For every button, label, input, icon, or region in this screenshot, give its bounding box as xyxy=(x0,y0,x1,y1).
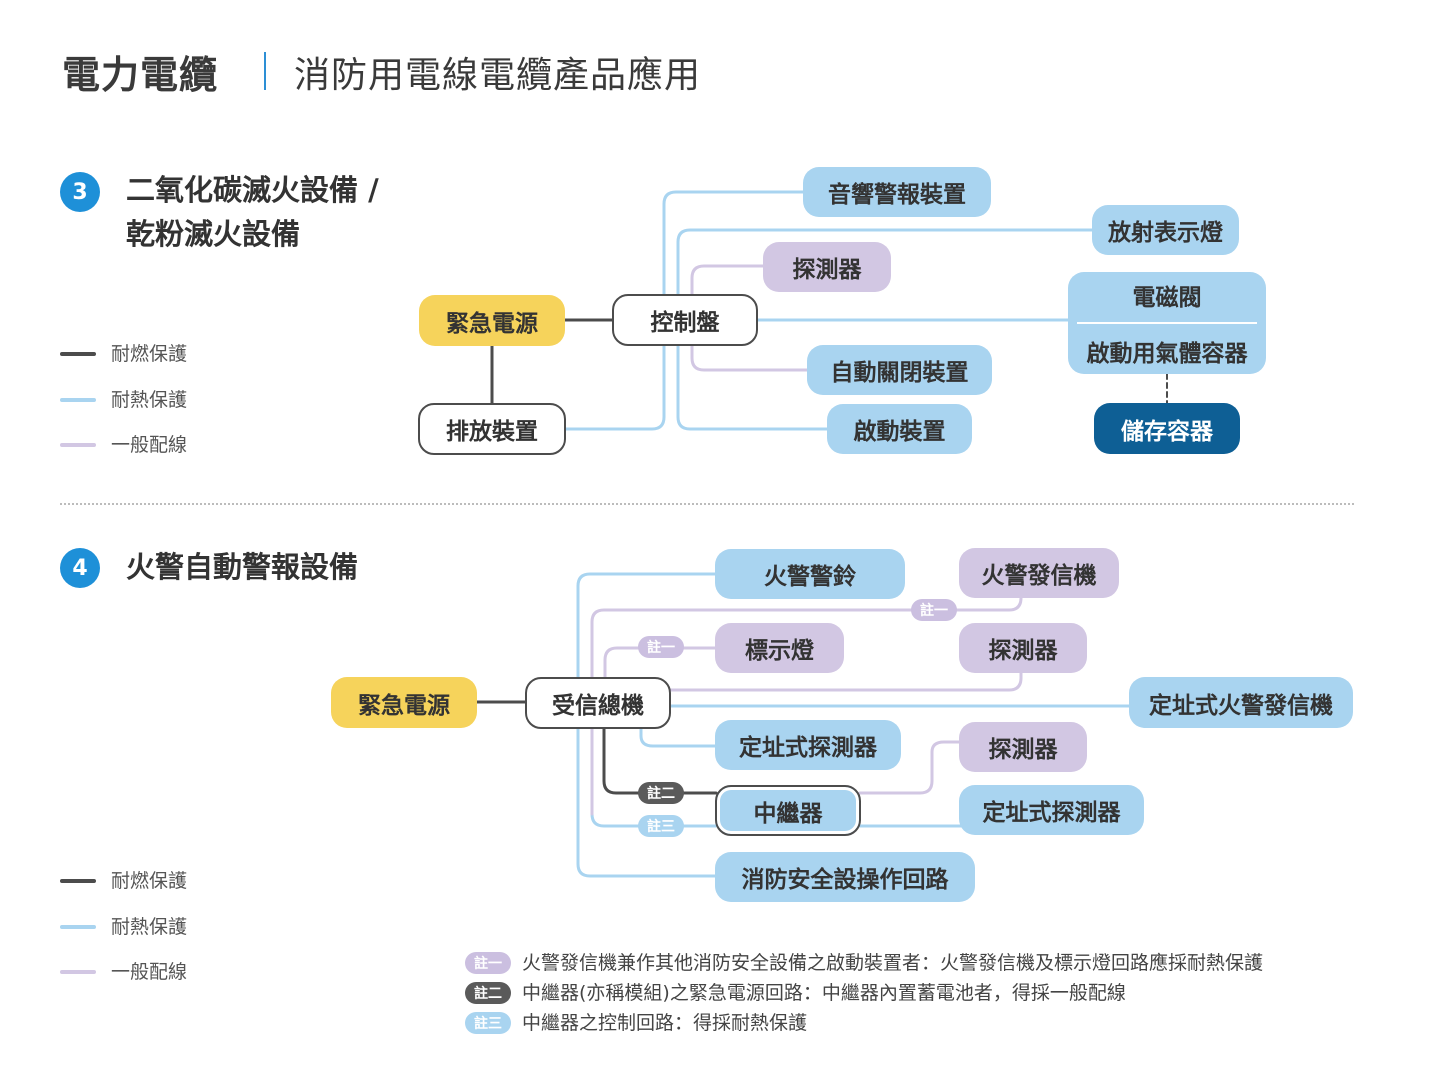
legend-fire-resistant-label: 耐燃保護 xyxy=(111,343,188,365)
page-subtitle: 消防用電線電纜產品應用 xyxy=(294,55,702,96)
s3-start-gas-container-label: 啟動用氣體容器 xyxy=(1086,341,1248,367)
note-1-text: 火警發信機兼作其他消防安全設備之啟動裝置者：火警發信機及標示燈回路應採耐熱保護 xyxy=(522,952,1264,974)
s4-emergency-power-node: 緊急電源 xyxy=(331,677,477,728)
s4-general-lines xyxy=(590,596,1023,816)
legend2-fire-resistant-swatch xyxy=(60,879,96,883)
s3-auto-close-node: 自動關閉裝置 xyxy=(807,345,992,395)
s3-discharge-lamp-node: 放射表示燈 xyxy=(1092,205,1239,255)
note-2-text: 中繼器(亦稱模組)之緊急電源回路：中繼器內置蓄電池者，得採一般配線 xyxy=(522,982,1126,1004)
section-4-title: 火警自動警報設備 xyxy=(126,550,359,584)
s4-tag-note2: 註二 xyxy=(638,782,684,804)
page-title: 電力電纜 xyxy=(62,53,219,97)
note-2-tag: 註二 xyxy=(465,982,511,1004)
section-4-badge: 4 xyxy=(60,548,100,588)
s4-detector-b-node: 探測器 xyxy=(959,722,1087,772)
legend2-fire-resistant-label: 耐燃保護 xyxy=(111,870,188,892)
legend2-general-label: 一般配線 xyxy=(111,961,188,983)
legend-heat-resistant-swatch xyxy=(60,398,96,402)
s4-tag-note3: 註三 xyxy=(638,815,684,837)
s4-address-manual-alarm-node: 定址式火警發信機 xyxy=(1129,677,1353,728)
s3-start-device-node: 啟動裝置 xyxy=(827,404,972,454)
legend2-heat-resistant-swatch xyxy=(60,925,96,929)
s4-indicator-lamp-node: 標示燈 xyxy=(715,623,844,673)
s4-address-detector-b-node: 定址式探測器 xyxy=(959,785,1144,835)
s3-storage-container-node: 儲存容器 xyxy=(1094,403,1240,454)
legend2-general-swatch xyxy=(60,970,96,974)
s3-fire-resistant-lines xyxy=(490,318,615,406)
section-3-title-line1: 二氧化碳滅火設備 / xyxy=(126,173,379,207)
s3-emergency-power-node: 緊急電源 xyxy=(419,295,565,346)
s3-audio-alarm-node: 音響警報裝置 xyxy=(803,167,991,217)
legend-general-label: 一般配線 xyxy=(111,434,188,456)
s3-detector-node: 探測器 xyxy=(763,242,891,292)
s4-receiver-node: 受信總機 xyxy=(525,677,671,729)
s4-fire-resistant-lines xyxy=(475,700,718,795)
s4-detector-a-node: 探測器 xyxy=(959,623,1087,673)
legend-heat-resistant-label: 耐熱保護 xyxy=(111,389,188,411)
s3-discharge-device-node: 排放裝置 xyxy=(418,403,566,455)
note-1-tag: 註一 xyxy=(465,952,511,974)
legend-general-swatch xyxy=(60,443,96,447)
s3-valve-divider xyxy=(1077,322,1257,324)
title-separator xyxy=(264,52,266,90)
s4-safety-circuit-node: 消防安全設操作回路 xyxy=(715,852,975,902)
section-divider xyxy=(60,503,1354,505)
section-3-badge: 3 xyxy=(60,172,100,212)
note-3-tag: 註三 xyxy=(465,1012,511,1034)
s4-repeater-node: 中繼器 xyxy=(715,785,861,836)
note-3-text: 中繼器之控制回路：得採耐熱保護 xyxy=(522,1012,808,1034)
legend-fire-resistant-swatch xyxy=(60,352,96,356)
legend2-heat-resistant-label: 耐熱保護 xyxy=(111,916,188,938)
s4-address-detector-node: 定址式探測器 xyxy=(715,720,901,770)
s4-tag-note1-b: 註一 xyxy=(638,636,684,658)
s4-manual-alarm-node: 火警發信機 xyxy=(959,548,1119,598)
s3-valve-container-node: 電磁閥 啟動用氣體容器 xyxy=(1068,272,1266,374)
section-3-title-line2: 乾粉滅火設備 xyxy=(126,217,301,251)
s3-control-panel-node: 控制盤 xyxy=(612,294,758,346)
s4-fire-bell-node: 火警警鈴 xyxy=(715,549,905,599)
s3-solenoid-valve-label: 電磁閥 xyxy=(1132,285,1202,311)
s4-tag-note1-a: 註一 xyxy=(911,599,957,621)
